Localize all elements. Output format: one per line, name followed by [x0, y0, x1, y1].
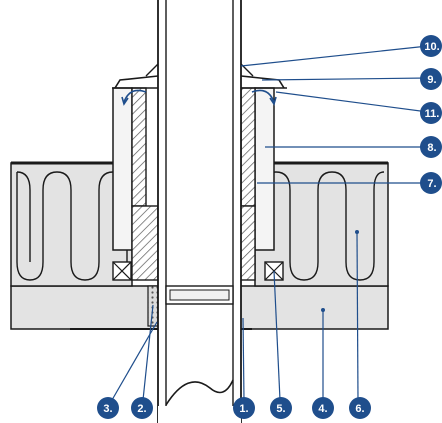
sleeve-upper-right	[240, 87, 256, 207]
vent-arrow-left	[123, 89, 147, 103]
svg-text:11.: 11.	[425, 108, 440, 120]
svg-text:7.: 7.	[427, 178, 436, 190]
chimney-pipe-outer	[158, 0, 241, 423]
svg-text:1.: 1.	[239, 403, 248, 415]
insulation-waves-left	[16, 171, 128, 281]
svg-text:4.: 4.	[318, 403, 327, 415]
svg-text:9.: 9.	[427, 74, 436, 86]
svg-text:10.: 10.	[424, 41, 439, 53]
marker-6: 6.	[349, 397, 371, 419]
vent-arrow-right	[251, 89, 275, 103]
upstand-left	[112, 87, 133, 251]
marker-2: 2.	[131, 397, 153, 419]
svg-text:2.: 2.	[137, 403, 146, 415]
sleeve-lower-left	[131, 205, 159, 281]
marker-4: 4.	[312, 397, 334, 419]
marker-7: 7.	[420, 172, 442, 194]
marker-1: 1.	[233, 397, 255, 419]
insulation-waves-right	[261, 171, 385, 281]
sleeve-upper-left	[131, 87, 147, 207]
upstand-right	[254, 87, 275, 251]
marker-8: 8.	[420, 136, 442, 158]
marker-3: 3.	[97, 397, 119, 419]
marker-11: 11.	[420, 102, 442, 124]
svg-text:8.: 8.	[427, 142, 436, 154]
pipe-break-curve	[165, 379, 234, 406]
svg-text:6.: 6.	[355, 403, 364, 415]
support-block-left	[112, 261, 132, 281]
marker-9: 9.	[420, 68, 442, 90]
svg-text:5.: 5.	[276, 403, 285, 415]
leader-dots	[321, 230, 359, 312]
leader-lines	[111, 45, 429, 401]
svg-text:3.: 3.	[103, 403, 112, 415]
marker-5: 5.	[270, 397, 292, 419]
marker-10: 10.	[420, 35, 442, 57]
